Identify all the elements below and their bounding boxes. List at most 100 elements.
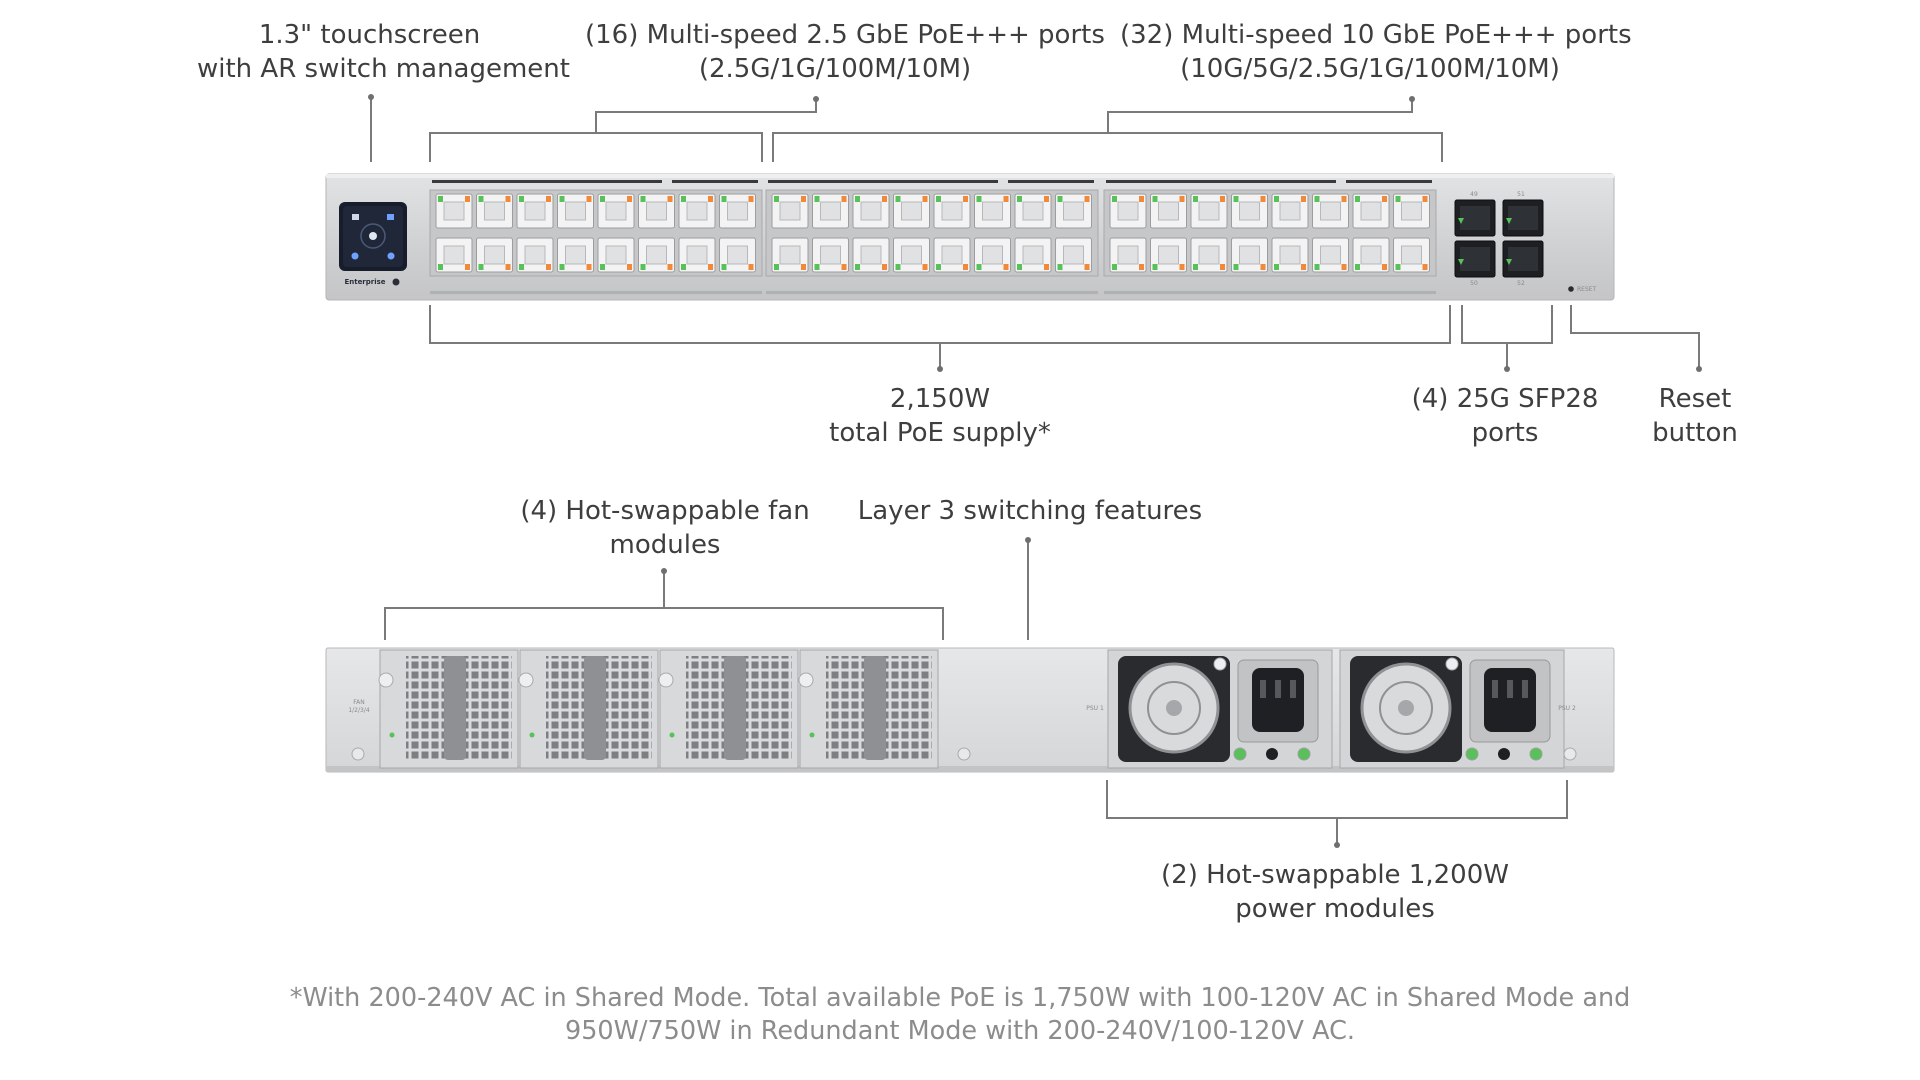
touchscreen-ring — [360, 223, 386, 249]
port-block-bar-b-3 — [1346, 180, 1432, 183]
rj45-socket-34 — [1117, 245, 1139, 265]
port-led-link-44 — [1314, 264, 1320, 270]
callout-poe-supply-line2: total PoE supply* — [829, 418, 1051, 448]
port-led-activity-40 — [1260, 264, 1266, 270]
port-led-link-38 — [1193, 264, 1198, 270]
port-led-activity-45 — [1382, 196, 1387, 202]
port-led-link-11 — [640, 196, 646, 202]
port-led-link-22 — [855, 264, 860, 270]
callout-power-modules-line2: power modules — [1235, 894, 1435, 924]
rj45-socket-1 — [443, 201, 465, 221]
port-led-activity-11 — [667, 196, 673, 202]
port-led-activity-7 — [586, 196, 592, 202]
psu-screw-2 — [1445, 657, 1459, 671]
port-block-underline-1 — [430, 291, 762, 294]
callout-2-5g-ports-line1: (16) Multi-speed 2.5 GbE PoE+++ ports — [585, 20, 1105, 50]
port-block-bar-3 — [1106, 180, 1336, 183]
port-led-link-14 — [681, 264, 686, 270]
fan-led-1 — [389, 732, 395, 738]
port-led-link-48 — [1395, 264, 1401, 270]
rj45-socket-38 — [1198, 245, 1220, 265]
sfp-label-50: 50 — [1470, 280, 1478, 287]
port-block-bar-1 — [432, 180, 662, 183]
psu-inlet-pin-a-2 — [1492, 680, 1498, 698]
psu-inlet-pin-c-2 — [1522, 680, 1528, 698]
fan-screw-3 — [658, 672, 674, 688]
port-block-bar-2 — [768, 180, 998, 183]
psu-ac-inlet-2[interactable] — [1484, 668, 1536, 732]
rj45-socket-37 — [1198, 201, 1220, 221]
callout-power-modules: (2) Hot-swappable 1,200W power modules — [1150, 858, 1520, 926]
port-led-activity-16 — [748, 264, 754, 270]
port-led-activity-31 — [1084, 196, 1090, 202]
rj45-socket-31 — [1063, 201, 1084, 221]
rj45-socket-30 — [1022, 245, 1044, 265]
psu-ac-inlet-1[interactable] — [1252, 668, 1304, 732]
callout-sfp28-ports-line1: (4) 25G SFP28 — [1411, 384, 1599, 414]
callout-fan-modules-line2: modules — [609, 530, 721, 560]
port-led-activity-34 — [1139, 264, 1144, 270]
rj45-socket-20 — [820, 245, 841, 265]
callout-reset-button-line2: button — [1652, 418, 1738, 448]
fan-led-2 — [529, 732, 535, 738]
rear-panel: FAN 1/2/3/4 PSU 1 PSU 2 — [325, 647, 1615, 773]
port-led-link-15 — [721, 196, 727, 202]
rear-screw-left — [351, 747, 365, 761]
port-led-activity-28 — [1003, 264, 1009, 270]
port-led-link-40 — [1233, 264, 1239, 270]
psu-fan-ring-1 — [1147, 681, 1201, 735]
port-led-activity-41 — [1301, 196, 1306, 202]
port-led-activity-47 — [1422, 196, 1428, 202]
rj45-socket-32 — [1063, 245, 1084, 265]
port-led-activity-38 — [1220, 264, 1225, 270]
psu-screw-1 — [1213, 657, 1227, 671]
bracket-fan-modules — [384, 607, 944, 640]
port-led-link-39 — [1233, 196, 1239, 202]
touchscreen-icon-br — [387, 252, 395, 260]
port-led-link-13 — [681, 196, 686, 202]
sfp28-led-1 — [1458, 218, 1464, 224]
footnote-line2: 950W/750W in Redundant Mode with 200-240… — [564, 1016, 1356, 1046]
rj45-socket-10 — [605, 245, 627, 265]
port-led-link-46 — [1355, 264, 1360, 270]
reset-button[interactable] — [1568, 286, 1574, 292]
psu-inlet-pin-c-1 — [1290, 680, 1296, 698]
port-block-bar-b-1 — [672, 180, 758, 183]
fan-handle-2[interactable] — [584, 656, 606, 760]
leader-reset-button — [1570, 305, 1700, 367]
port-led-activity-9 — [627, 196, 632, 202]
port-led-link-30 — [1017, 264, 1022, 270]
port-led-link-9 — [600, 196, 605, 202]
port-led-activity-19 — [841, 196, 847, 202]
rj45-socket-41 — [1279, 201, 1301, 221]
connector-dots — [368, 94, 1702, 848]
callout-fan-modules: (4) Hot-swappable fan modules — [500, 494, 830, 562]
fan-screw-1 — [378, 672, 394, 688]
port-led-link-31 — [1057, 196, 1063, 202]
dot-sfp28-ports — [1504, 366, 1510, 372]
port-led-link-33 — [1112, 196, 1117, 202]
sfp-label-51: 51 — [1517, 191, 1525, 198]
rj45-socket-26 — [941, 245, 963, 265]
port-led-activity-26 — [963, 264, 968, 270]
port-led-link-36 — [1152, 264, 1158, 270]
port-led-activity-2 — [465, 264, 470, 270]
port-led-link-8 — [559, 264, 565, 270]
power-module-array — [1107, 649, 1565, 769]
port-led-link-34 — [1112, 264, 1117, 270]
port-led-activity-48 — [1422, 264, 1428, 270]
fan-handle-1[interactable] — [444, 656, 466, 760]
rj45-socket-5 — [524, 201, 546, 221]
fan-handle-4[interactable] — [864, 656, 886, 760]
sfp28-slot-1 — [1460, 206, 1490, 230]
fan-handle-3[interactable] — [724, 656, 746, 760]
rj45-socket-8 — [565, 245, 586, 265]
callout-touchscreen-line1: 1.3" touchscreen — [258, 20, 481, 50]
port-led-activity-24 — [922, 264, 928, 270]
rj45-socket-19 — [820, 201, 841, 221]
port-led-link-20 — [814, 264, 820, 270]
port-led-link-32 — [1057, 264, 1063, 270]
dot-10g-ports — [1409, 96, 1415, 102]
psu-latch-1 — [1266, 748, 1278, 760]
port-led-activity-44 — [1341, 264, 1347, 270]
